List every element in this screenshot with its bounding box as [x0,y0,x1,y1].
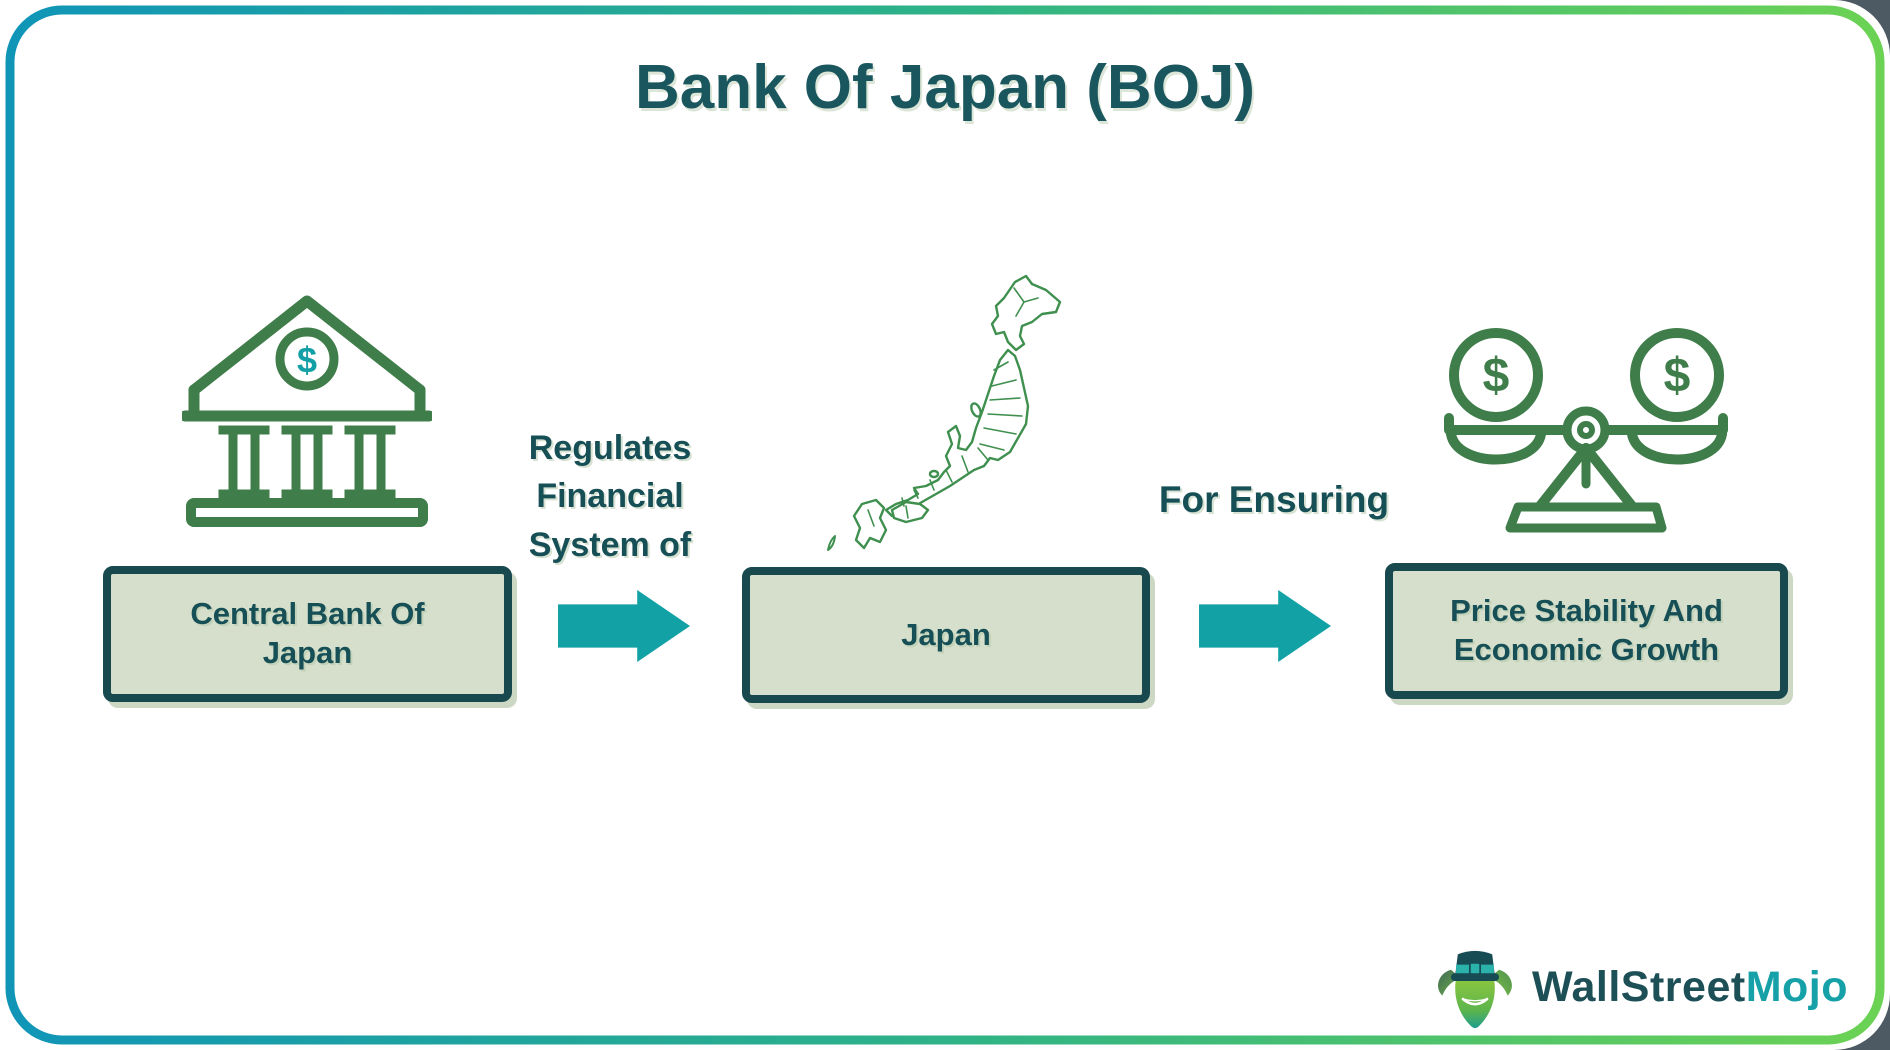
price-stability-box: Price Stability And Economic Growth [1385,563,1788,699]
central-bank-box-label: Central Bank Of Japan [190,596,425,670]
wallstreetmojo-bull-icon [1438,950,1512,1029]
bank-building-icon: $ [179,290,435,535]
arrow-right-icon [558,590,690,662]
logo-mojo-text: Mojo [1745,962,1848,1011]
japan-box: Japan [742,567,1150,703]
arrow-right-icon [1199,590,1331,662]
left-coin-dollar-sign: $ [1483,350,1510,403]
logo-wallstreet-text: WallStreet [1532,962,1746,1011]
central-bank-box: Central Bank Of Japan [103,566,512,702]
bank-dollar-sign: $ [297,340,317,381]
for-ensuring-label: For Ensuring [1158,479,1390,520]
right-coin-dollar-sign: $ [1664,350,1691,403]
page-title: Bank Of Japan (BOJ) [634,53,1256,122]
japan-box-label: Japan [901,616,991,652]
price-stability-box-label: Price Stability And Economic Growth [1450,593,1723,667]
regulates-label: Regulates Financial System of [528,429,692,564]
wallstreetmojo-logo: WallStreetMojo [1432,942,1848,1032]
japan-map-icon [818,258,1118,563]
wallstreetmojo-logo-text: WallStreetMojo [1532,963,1848,1012]
balance-scale-icon: $ $ [1442,268,1762,543]
